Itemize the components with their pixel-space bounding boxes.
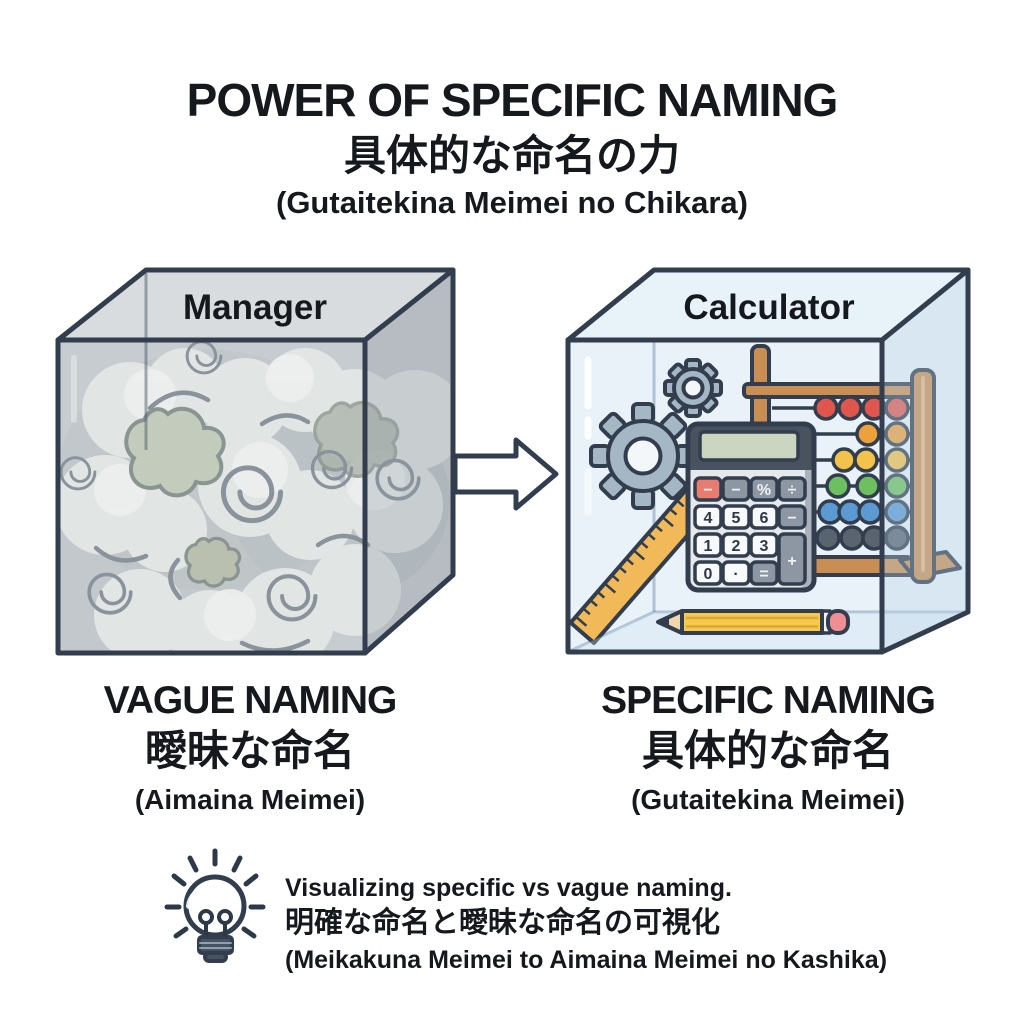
calculator-button-label: 1 [704,538,713,555]
calculator-button-label: 0 [704,566,713,583]
calculator-button-label: − [731,482,740,499]
manager-box-label: Manager [183,288,327,327]
calculator-button [777,504,807,530]
page-title-jp: 具体的な命名の力 [344,132,680,179]
calculator-button-label: + [787,553,796,570]
footer: Visualizing specific vs vague naming. 明確… [164,848,887,974]
calculator-button [749,476,779,502]
calculator-button-label: − [703,482,712,499]
calculator-button [693,504,723,530]
footer-caption-jp: 明確な命名と曖昧な命名の可視化 [285,905,720,939]
footer-caption: Visualizing specific vs vague naming. [285,874,732,902]
vague-caption: VAGUE NAMING [104,679,397,722]
calculator-button-label: 5 [732,510,741,527]
calculator-button-label: ÷ [788,482,797,499]
calculator-box: − − % ÷ 4 5 6 − 1 2 3 + 0 · = [565,267,971,655]
calculator-button [749,504,779,530]
page-title: POWER OF SPECIFIC NAMING [187,74,838,126]
header: POWER OF SPECIFIC NAMING 具体的な命名の力 (Gutai… [187,74,839,220]
transform-arrow-icon [452,437,559,511]
calculator-button-label: 2 [732,538,741,555]
calculator-button-label: = [759,566,768,583]
specific-caption-block: SPECIFIC NAMING 具体的な命名 (Gutaitekina Meim… [601,679,936,815]
calculator-display [698,430,800,462]
calculator-button [777,532,807,586]
calculator-button [693,532,723,558]
manager-box-outline [55,267,456,656]
calculator-button [693,476,723,502]
calculator-box-top [568,270,968,340]
calculator-button [749,560,779,586]
lightbulb-rays [164,848,266,939]
footer-caption-romaji: (Meikakuna Meimei to Aimaina Meimei no K… [285,946,887,974]
manager-box-side [365,270,453,653]
specific-caption-romaji: (Gutaitekina Meimei) [631,784,905,815]
page-title-romaji: (Gutaitekina Meimei no Chikara) [276,185,748,220]
calculator-button-label: 4 [704,510,713,527]
calculator-button [721,476,751,502]
calculator-button-label: 3 [760,538,769,555]
calculator-button [693,560,723,586]
gear-icon-large [589,402,697,510]
pencil-icon [656,609,850,635]
calculator-button-label: % [757,482,771,499]
calculator-button [749,532,779,558]
manager-box-top [58,270,453,340]
gear-icon-small [663,358,723,418]
calculator-button-label: − [787,510,796,527]
calculator-button-label: · [733,566,738,583]
specific-caption: SPECIFIC NAMING [601,679,935,722]
manager-box: Manager [55,267,456,656]
calculator-button [777,476,807,502]
lightbulb-icon [164,848,266,963]
calculator-box-outline [565,267,971,655]
specific-caption-jp: 具体的な命名 [642,727,894,774]
ruler-icon [568,486,713,645]
vague-caption-romaji: (Aimaina Meimei) [135,784,365,815]
calculator-buttons: − − % ÷ 4 5 6 − 1 2 3 + 0 · = [693,476,807,586]
calculator-button [721,504,751,530]
fog-clouds [58,340,453,653]
lightbulb-base [197,935,234,963]
abacus-post [898,368,962,584]
vague-caption-block: VAGUE NAMING 曖昧な命名 (Aimaina Meimei) [104,679,398,815]
calculator-box-label: Calculator [683,288,855,327]
calculator-button-label: 6 [760,510,769,527]
calculator-icon: − − % ÷ 4 5 6 − 1 2 3 + 0 · = [685,421,817,593]
vague-caption-jp: 曖昧な命名 [145,727,355,774]
calculator-button [721,560,751,586]
calculator-box-side [882,270,968,652]
calculator-button [721,532,751,558]
